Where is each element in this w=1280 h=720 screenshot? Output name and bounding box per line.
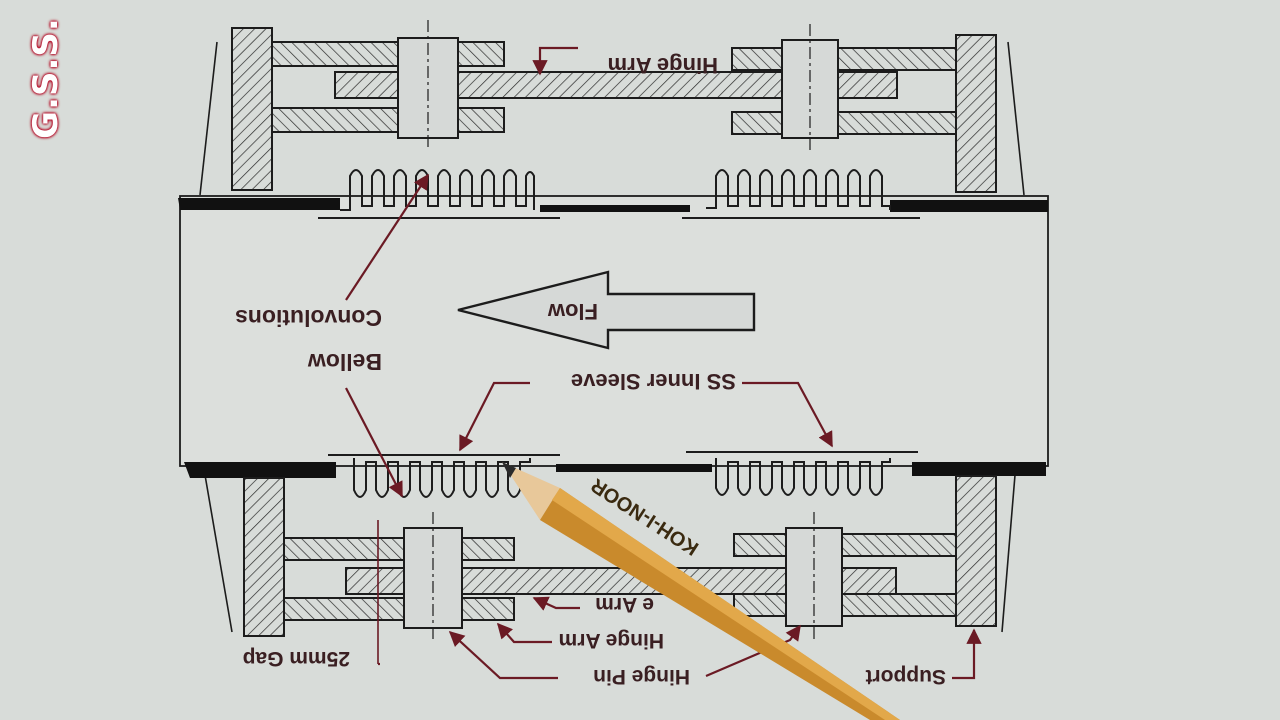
label-support: Support — [866, 665, 946, 688]
pipe-body — [178, 195, 1049, 478]
hinge-plate-right-upper — [731, 47, 957, 71]
bellow-bottom-left — [328, 454, 560, 498]
bottom-hinge-assembly — [243, 475, 997, 664]
label-hinge-arm-bottom-b: Hinge Arm — [559, 629, 664, 652]
hinge-plate-left-lower — [271, 107, 505, 133]
leader-lines — [345, 46, 982, 680]
right-support-bottom — [955, 475, 997, 627]
label-hinge-pin: Hinge Pin — [593, 665, 690, 688]
bellow-bottom-right — [686, 451, 918, 496]
label-flow: Flow — [547, 299, 598, 324]
watermark: G.S.S. — [26, 17, 66, 139]
top-hinge-assembly — [231, 20, 997, 193]
label-ss-inner-sleeve: SS Inner Sleeve — [571, 369, 736, 394]
bellow-top-right — [682, 169, 920, 219]
label-convolutions: Convolutions — [235, 305, 382, 331]
bellow-top-left — [318, 169, 560, 219]
label-25mm-gap: 25mm Gap — [243, 647, 350, 670]
labels: Hinge Arm Flow Convolutions Bellow SS In… — [235, 53, 946, 688]
outline-frame — [199, 41, 1025, 633]
label-hinge-arm-top: Hinge Arm — [608, 53, 718, 78]
hinge-plate-left-upper — [271, 41, 505, 67]
hinge-plate-right-lower — [731, 111, 957, 135]
flow-arrow — [457, 270, 756, 350]
left-support-top — [231, 27, 273, 191]
right-support-top — [955, 34, 997, 193]
label-hinge-arm-bottom-a: e Arm — [595, 593, 654, 616]
label-bellow: Bellow — [308, 349, 382, 375]
left-support-bottom — [243, 477, 285, 637]
